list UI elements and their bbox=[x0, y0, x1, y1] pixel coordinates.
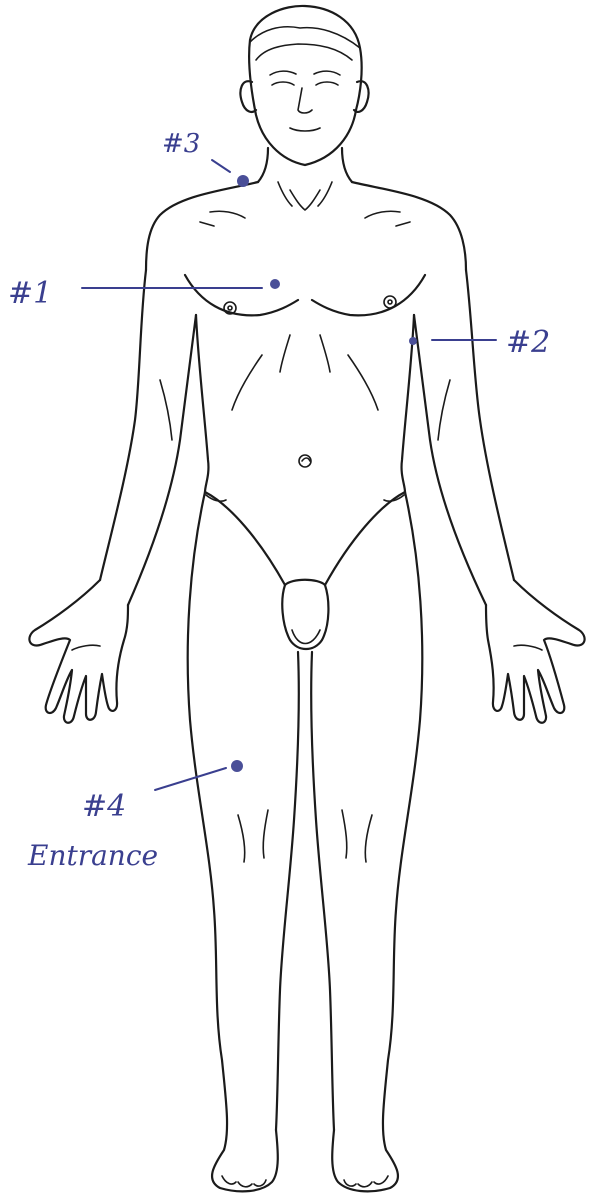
marker-1-dot bbox=[270, 279, 280, 289]
marker-4-sublabel: Entrance bbox=[27, 839, 158, 872]
left-arm bbox=[29, 270, 196, 723]
head bbox=[240, 6, 368, 165]
marker-3: #3 bbox=[162, 129, 249, 187]
marker-3-dot bbox=[237, 175, 249, 187]
marker-2-dot bbox=[409, 337, 417, 345]
marker-3-label: #3 bbox=[162, 129, 200, 159]
marker-4-dot bbox=[231, 760, 243, 772]
marker-1-label: #1 bbox=[8, 276, 52, 311]
right-arm bbox=[414, 270, 585, 723]
marker-4: #4 Entrance bbox=[27, 760, 243, 872]
marker-3-leader bbox=[212, 160, 230, 172]
marker-2-label: #2 bbox=[506, 325, 550, 360]
marker-4-label: #4 bbox=[82, 789, 126, 824]
marker-2: #2 bbox=[409, 325, 550, 360]
marker-4-leader bbox=[155, 768, 226, 790]
